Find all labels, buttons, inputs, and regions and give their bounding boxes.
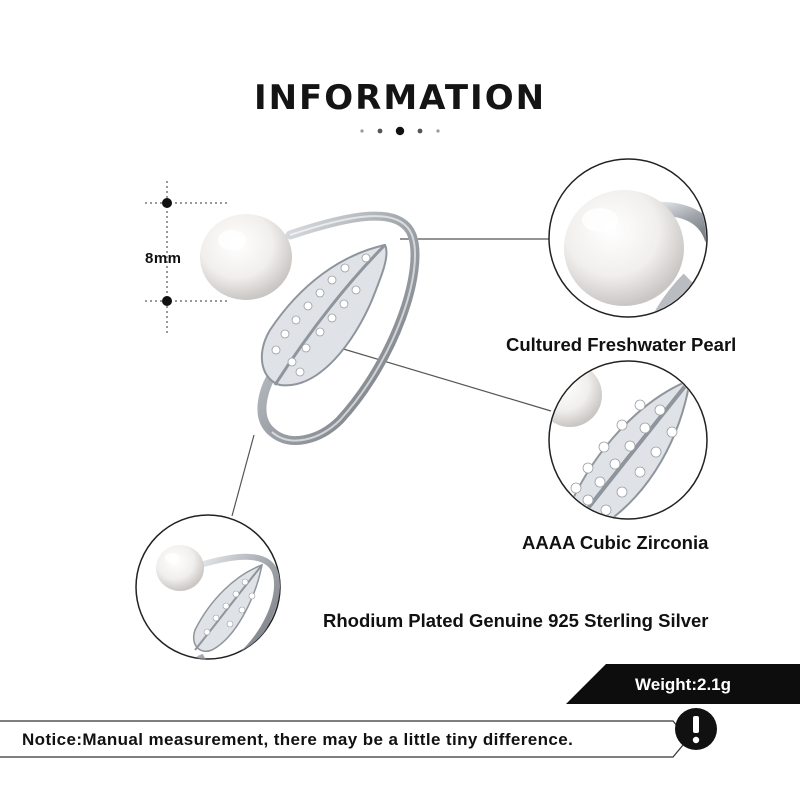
- pearl-size-label: 8mm: [145, 250, 182, 267]
- size-dimension-markers: [145, 181, 230, 335]
- ring-main-image: [200, 211, 420, 445]
- notice-text: Notice:Manual measurement, there may be …: [22, 730, 574, 749]
- silver-feature-label: Rhodium Plated Genuine 925 Sterling Silv…: [323, 610, 709, 631]
- exclamation-circle-icon: [675, 708, 717, 750]
- pearl-feature-label: Cultured Freshwater Pearl: [506, 334, 737, 355]
- zirconia-closeup-image: [548, 360, 708, 520]
- weight-banner: [566, 664, 800, 704]
- ring-silver-image: [135, 514, 281, 660]
- page-dots-icon: [360, 126, 440, 136]
- weight-label: Weight:2.1g: [635, 675, 732, 694]
- pearl-closeup-image: [548, 158, 708, 318]
- page-title: INFORMATION: [253, 78, 547, 118]
- zirconia-feature-label: AAAA Cubic Zirconia: [522, 532, 709, 553]
